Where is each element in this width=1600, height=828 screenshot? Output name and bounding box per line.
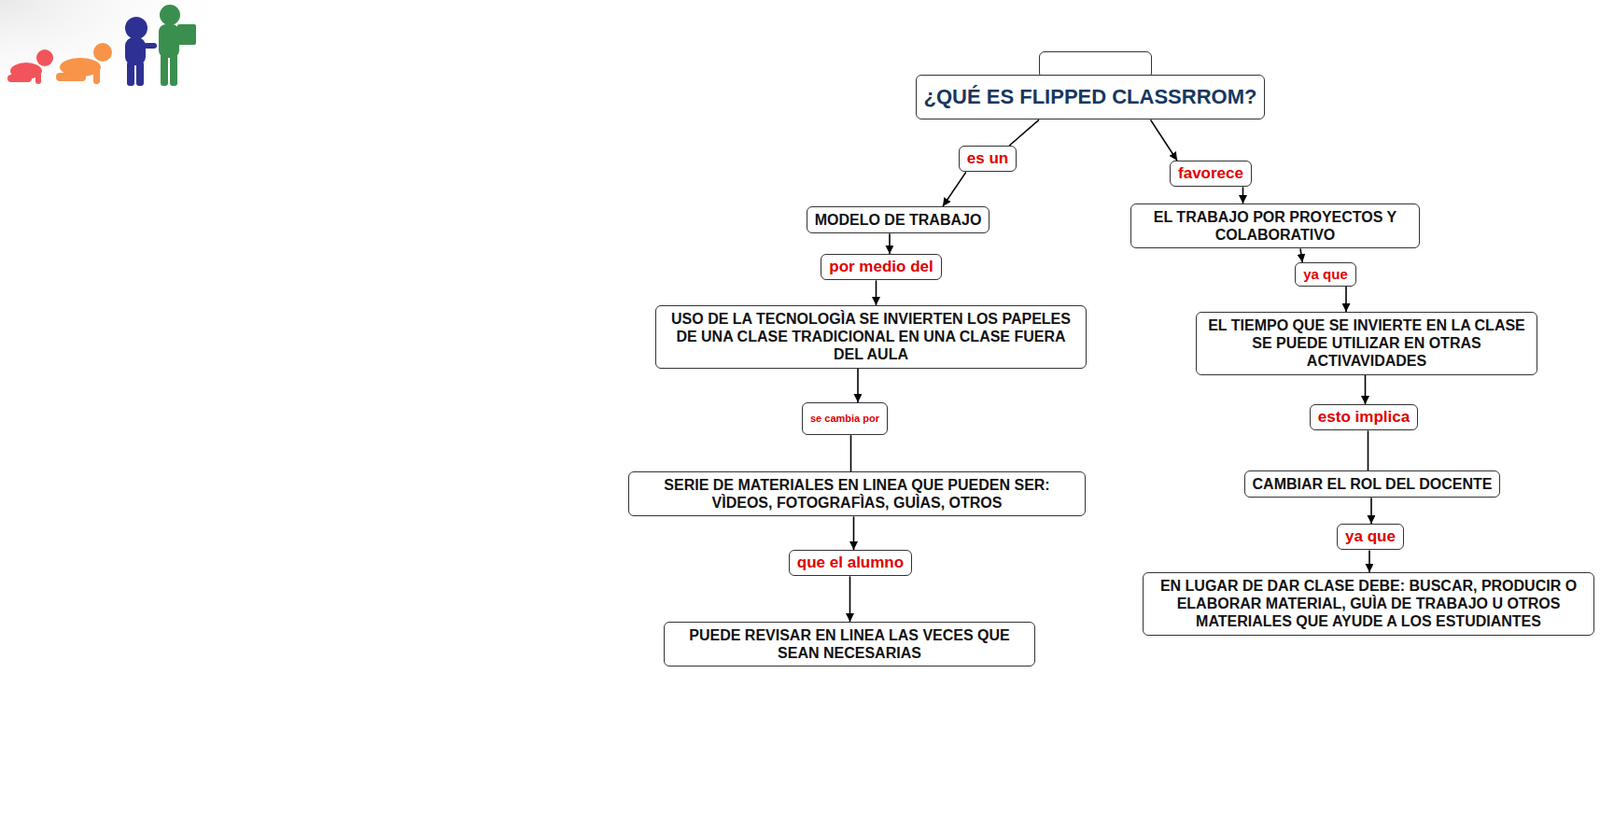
- connector: [850, 435, 853, 472]
- connector: [888, 233, 891, 254]
- concept-box: SERIE DE MATERIALES EN LINEA QUE PUEDEN …: [628, 471, 1086, 517]
- concept-text: CAMBIAR EL ROL DEL DOCENTE: [1252, 475, 1493, 493]
- linking-phrase: favorece: [1169, 160, 1252, 187]
- concept-box: USO DE LA TECNOLOGÌA SE INVIERTEN LOS PA…: [655, 305, 1087, 369]
- title-box: ¿QUÉ ES FLIPPED CLASSRROM?: [915, 74, 1266, 120]
- connector: [853, 516, 856, 550]
- concept-text: SERIE DE MATERIALES EN LINEA QUE PUEDEN …: [636, 476, 1078, 512]
- linking-text: es un: [967, 149, 1009, 169]
- concept-box: PUEDE REVISAR EN LINEA LAS VECES QUE SEA…: [663, 621, 1036, 667]
- linking-text: favorece: [1178, 164, 1244, 183]
- linking-text: ya que: [1303, 266, 1348, 283]
- connector: [1150, 119, 1178, 161]
- connector: [1300, 248, 1303, 263]
- concept-text: ¿QUÉ ES FLIPPED CLASSRROM?: [924, 84, 1258, 110]
- connector: [856, 368, 859, 403]
- concept-text: EN LUGAR DE DAR CLASE DEBE: BUSCAR, PROD…: [1150, 576, 1586, 632]
- linking-text: se cambia por: [810, 412, 880, 425]
- connector: [875, 280, 878, 306]
- linking-phrase: por medio del: [820, 253, 941, 281]
- children-illustration: [0, 0, 206, 94]
- linking-phrase: que el alumno: [788, 549, 913, 576]
- linking-phrase: ya que: [1294, 262, 1357, 287]
- concept-box: CAMBIAR EL ROL DEL DOCENTE: [1244, 470, 1502, 498]
- concept-text: EL TRABAJO POR PROYECTOS Y COLABORATIVO: [1138, 208, 1412, 244]
- connector: [1368, 549, 1371, 573]
- linking-text: ya que: [1345, 527, 1396, 547]
- connector: [1009, 119, 1039, 146]
- concept-text: EL TIEMPO QUE SE INVIERTE EN LA CLASE SE…: [1204, 316, 1530, 371]
- linking-text: por medio del: [828, 257, 933, 277]
- concept-text: PUEDE REVISAR EN LINEA LAS VECES QUE SEA…: [672, 626, 1027, 662]
- concept-box: MODELO DE TRABAJO: [806, 206, 991, 234]
- connector: [849, 575, 852, 622]
- concept-box: EN LUGAR DE DAR CLASE DEBE: BUSCAR, PROD…: [1142, 572, 1595, 636]
- crawling-child: [56, 42, 113, 85]
- crawling-baby: [7, 49, 54, 85]
- concept-box: EL TIEMPO QUE SE INVIERTE EN LA CLASE SE…: [1195, 311, 1538, 376]
- connector: [1345, 286, 1348, 312]
- connector: [1364, 375, 1367, 405]
- linking-phrase: es un: [958, 145, 1017, 172]
- linking-phrase: se cambia por: [801, 402, 888, 436]
- corner-glow: [0, 0, 243, 113]
- linking-phrase: esto implica: [1309, 404, 1418, 431]
- concept-text: MODELO DE TRABAJO: [814, 210, 983, 229]
- linking-text: que el alumno: [797, 553, 904, 573]
- connector: [1367, 430, 1370, 471]
- linking-text: esto implica: [1318, 407, 1410, 427]
- connector: [942, 171, 967, 207]
- reading-child: [158, 4, 197, 86]
- concept-box: EL TRABAJO POR PROYECTOS Y COLABORATIVO: [1130, 203, 1420, 249]
- standing-toddler: [125, 16, 157, 86]
- connector: [1242, 186, 1245, 204]
- linking-phrase: ya que: [1336, 523, 1404, 550]
- connector: [1370, 497, 1373, 524]
- concept-text: USO DE LA TECNOLOGÌA SE INVIERTEN LOS PA…: [663, 309, 1079, 365]
